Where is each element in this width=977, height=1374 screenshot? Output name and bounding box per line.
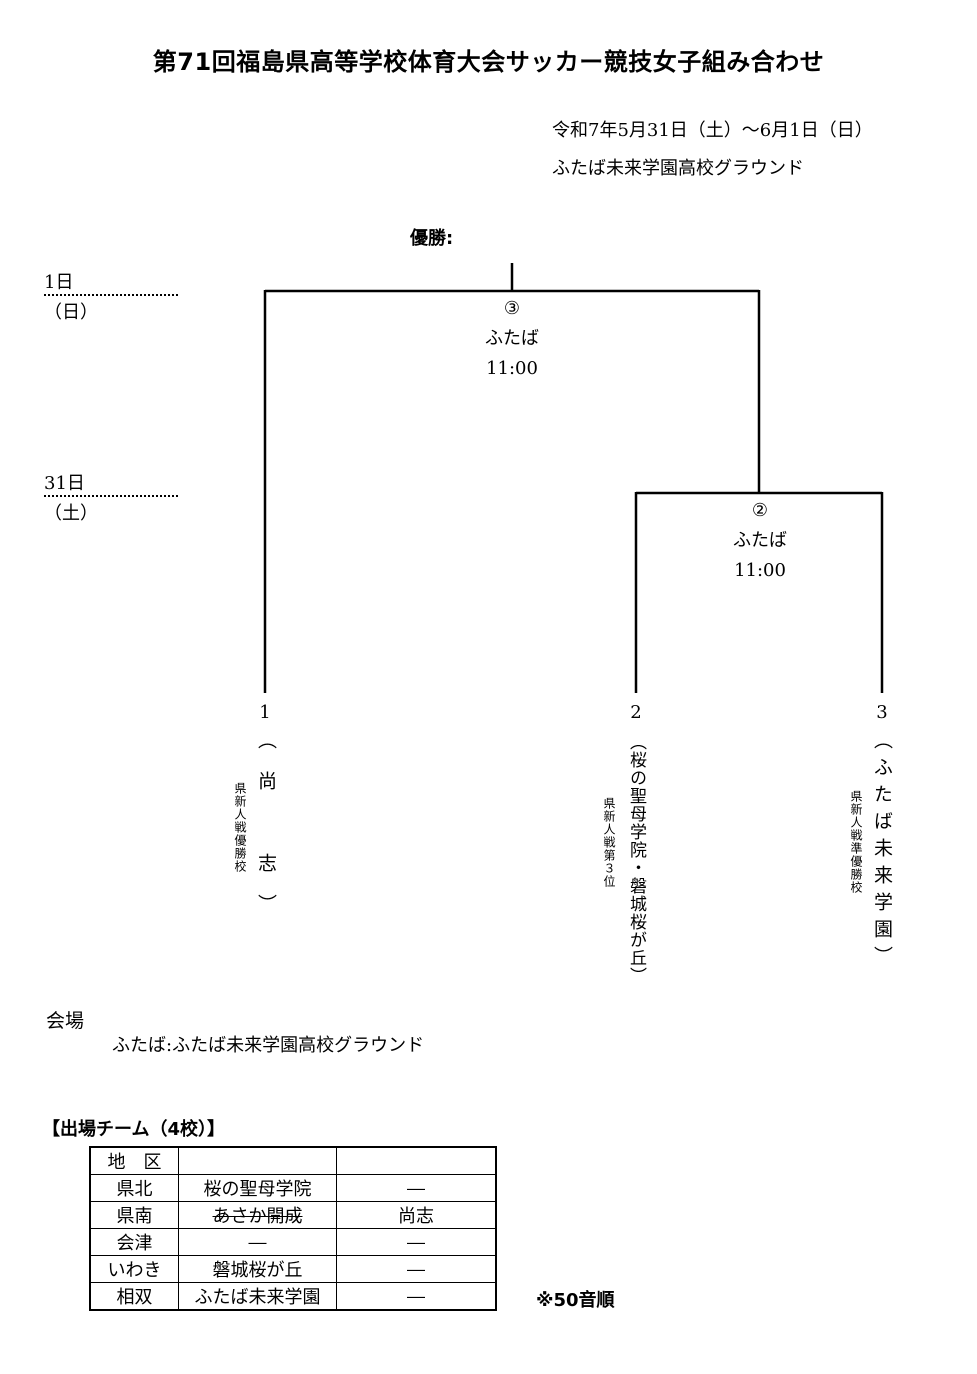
region-cell: 会津: [89, 1228, 179, 1256]
day-divider: [44, 294, 178, 296]
team-3-seed: 3: [876, 702, 888, 723]
date-text: 令和7年5月31日（土）～6月1日（日）: [552, 120, 873, 141]
table-row: 県南 あさか開成 尚志: [89, 1201, 497, 1229]
team-cell: ―: [178, 1228, 337, 1256]
match-venue: ふたば: [733, 530, 787, 551]
region-cell: 県北: [89, 1174, 179, 1202]
region-cell: 県南: [89, 1201, 179, 1229]
day-row-31: 31日 （土）: [44, 469, 178, 525]
day-label: 31日: [44, 473, 85, 494]
table-row: 会津 ― ―: [89, 1228, 497, 1256]
day-label: 1日: [44, 272, 74, 293]
team-3-name: （ふたば未来学園）: [871, 730, 893, 973]
team-1-seed: 1: [259, 702, 271, 723]
day-divider: [44, 495, 178, 497]
match-time: 11:00: [734, 560, 786, 581]
team-1-note: 県新人戦優勝校: [233, 782, 247, 873]
table-header-cell: 地 区: [89, 1146, 179, 1175]
team-cell: ―: [336, 1228, 497, 1256]
team-2-seed: 2: [630, 702, 642, 723]
participants-heading: 【出場チーム（4校）】: [42, 1119, 225, 1140]
region-cell: 相双: [89, 1282, 179, 1311]
match-time: 11:00: [486, 358, 538, 379]
table-row: 県北 桜の聖母学院 ―: [89, 1174, 497, 1202]
sort-note: ※50音順: [536, 1290, 615, 1311]
team-2-name: （桜の聖母学院・磐城桜が丘）: [626, 733, 646, 985]
match-number: ③: [503, 298, 521, 319]
match-2: ② ふたば 11:00: [700, 496, 820, 586]
page-title: 第71回福島県高等学校体育大会サッカー競技女子組み合わせ: [152, 48, 825, 76]
team-cell: 桜の聖母学院: [178, 1174, 337, 1202]
bracket-lines: [263, 263, 884, 693]
day-row-1: 1日 （日）: [44, 268, 178, 324]
team-1-name: （尚 志）: [255, 730, 277, 935]
table-header-cell: [178, 1146, 337, 1175]
match-number: ②: [751, 500, 769, 521]
team-cell: ―: [336, 1255, 497, 1283]
team-cell: ―: [336, 1174, 497, 1202]
team-3-note: 県新人戦準優勝校: [849, 790, 863, 894]
team-cell: ふたば未来学園: [178, 1282, 337, 1311]
team-cell-struck: あさか開成: [178, 1201, 337, 1229]
location-text: ふたば未来学園高校グラウンド: [552, 158, 804, 179]
team-2-note: 県新人戦第３位: [602, 797, 616, 888]
champion-label: 優勝:: [410, 228, 454, 249]
table-header-row: 地 区: [89, 1146, 497, 1175]
match-3: ③ ふたば 11:00: [452, 294, 572, 384]
team-cell: ―: [336, 1282, 497, 1311]
table-header-cell: [336, 1146, 497, 1175]
weekday-label: （土）: [44, 503, 98, 524]
table-row: 相双 ふたば未来学園 ―: [89, 1282, 497, 1311]
venue-heading: 会場: [46, 1010, 85, 1032]
region-cell: いわき: [89, 1255, 179, 1283]
participants-table: 地 区 県北 桜の聖母学院 ― 県南 あさか開成 尚志 会津 ― ― いわき 磐…: [89, 1146, 497, 1311]
table-row: いわき 磐城桜が丘 ―: [89, 1255, 497, 1283]
match-venue: ふたば: [485, 328, 539, 349]
weekday-label: （日）: [44, 302, 98, 323]
team-cell: 尚志: [336, 1201, 497, 1229]
venue-entry: ふたば:ふたば未来学園高校グラウンド: [112, 1035, 425, 1056]
team-cell: 磐城桜が丘: [178, 1255, 337, 1283]
